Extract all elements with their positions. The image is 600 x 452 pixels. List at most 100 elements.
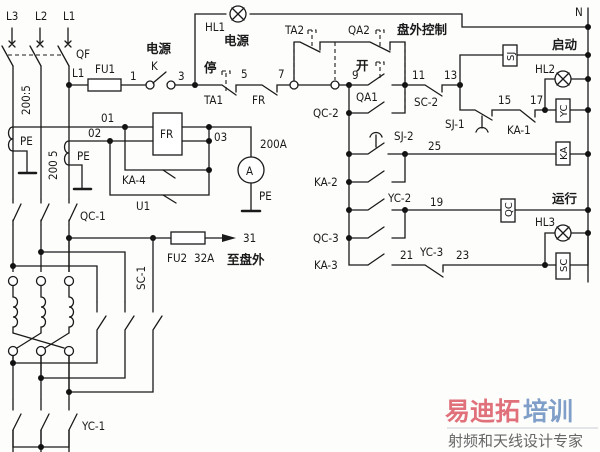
control-top: HL1 电源 N: [194, 5, 591, 283]
label-ct2-pe: PE: [77, 149, 90, 163]
power-feed: FU1 1 电源 K 3: [66, 41, 198, 92]
contactor-sc1: SC-1: [10, 237, 163, 395]
junction: [206, 124, 212, 130]
label-node-11: 11: [412, 68, 425, 82]
label-sj-coil: SJ: [506, 52, 517, 61]
label-ct1-pe: PE: [20, 134, 33, 148]
label-qc3: QC-3: [313, 231, 339, 245]
label-u1: U1: [136, 199, 150, 213]
label-ammeter-symbol: A: [246, 164, 253, 178]
label-l2: L2: [35, 9, 47, 23]
label-bus-l1: L1: [72, 66, 84, 80]
arrow-icon: [222, 234, 236, 242]
label-qa2: QA2: [348, 23, 370, 37]
switch-k-blade: [152, 71, 167, 84]
label-sc1: SC-1: [134, 266, 148, 290]
label-node-03: 03: [214, 130, 227, 144]
qc1-blades: [12, 203, 78, 222]
label-ka-coil: KA: [559, 147, 570, 160]
label-ta2: TA2: [284, 23, 304, 37]
external-feed: 31 FU2 32A 至盘外: [66, 231, 265, 267]
terminal-7: [289, 80, 299, 90]
label-stop: 停: [204, 60, 217, 75]
ta1-actuator: [221, 70, 231, 91]
label-ct1-ratio: 200:5: [19, 85, 33, 115]
wire-01: [124, 126, 176, 179]
contactor-qc1: QC-1: [10, 199, 106, 225]
junction: [206, 138, 212, 144]
label-hl1: HL1: [205, 20, 225, 34]
gap-mask: [8, 400, 84, 430]
control-rail: [348, 84, 369, 266]
wire-02: [109, 140, 177, 204]
label-k: K: [151, 59, 158, 73]
lamp-hl1-cross: [231, 7, 245, 21]
coil-sj: [502, 44, 518, 67]
watermark-brand-red: 易迪拓: [445, 397, 520, 426]
label-node-19: 19: [430, 195, 443, 209]
label-hl3: HL3: [535, 215, 555, 229]
breaker-qf-blades: [1, 45, 70, 67]
sj2-timer-icon: [369, 131, 383, 148]
ct2-ground-lead: [68, 164, 83, 189]
label-ammeter-pe: PE: [259, 189, 272, 203]
label-yc3: YC-3: [419, 245, 443, 259]
label-hl1-name: 电源: [224, 33, 250, 48]
stop-chain-wire: [194, 84, 292, 96]
label-node-25: 25: [428, 139, 441, 153]
ct1-ground-lead: [12, 150, 28, 173]
label-qf: QF: [76, 47, 90, 61]
sj-coil-wire: [459, 54, 589, 86]
watermark-tagline: 射频和天线设计专家: [448, 432, 583, 450]
ct1-coil: [7, 126, 14, 152]
label-node-9: 9: [352, 68, 359, 82]
label-fu1: FU1: [95, 62, 115, 76]
label-node-15: 15: [498, 93, 511, 107]
qa2-actuator: [375, 29, 385, 46]
ka3-yc3-chain: [367, 253, 546, 278]
label-qc1: QC-1: [80, 209, 106, 223]
fuse-fu2-icon: [170, 231, 206, 245]
watermark-brand-blue: 培训: [523, 397, 573, 426]
coil-yc: [555, 98, 571, 123]
watermark: 易迪拓 培训 射频和天线设计专家: [445, 397, 598, 450]
sj1-ka1-chain: [459, 84, 546, 123]
label-ka4: KA-4: [122, 173, 146, 187]
label-node-17: 17: [530, 93, 543, 107]
label-start: 启动: [552, 37, 578, 52]
label-yc2: YC-2: [387, 191, 411, 205]
label-ct2-ratio: 200 5: [46, 150, 60, 180]
label-node-02: 02: [88, 126, 101, 140]
label-ka3: KA-3: [314, 258, 338, 272]
control-left-rail: QC-2 SJ-2 KA-2 YC-2 QC-3 KA-3 21 YC-3 23: [313, 84, 546, 278]
junction: [585, 107, 591, 113]
label-qc-coil: QC: [504, 202, 515, 217]
relay-fr-box: [152, 112, 183, 156]
motor-windings: [7, 237, 126, 393]
label-l3: L3: [6, 9, 18, 23]
supply-taps: [11, 27, 69, 45]
junction: [585, 207, 591, 213]
qc1-terminals: [12, 199, 70, 225]
label-fu2: FU2: [167, 251, 187, 265]
winding-coil-icon: [40, 285, 47, 334]
winding-terminal: [35, 345, 47, 357]
label-hl2: HL2: [535, 62, 555, 76]
junction: [585, 76, 591, 82]
label-sj1: SJ-1: [445, 117, 465, 131]
label-sc-coil: SC: [559, 259, 570, 272]
label-node-13: 13: [444, 68, 457, 82]
winding-coil-icon: [68, 285, 75, 334]
switch-k-terminal: [145, 80, 155, 90]
winding-cross-links: [12, 332, 70, 349]
label-ka2: KA-2: [314, 175, 338, 189]
label-node-7: 7: [278, 67, 285, 81]
label-node-3: 3: [178, 69, 185, 83]
ta2-actuator: [307, 29, 317, 46]
switch-k-terminal: [166, 80, 176, 90]
qa1-actuator: [375, 61, 385, 78]
label-node-5: 5: [241, 67, 248, 81]
winding-coil-icon: [12, 285, 19, 334]
